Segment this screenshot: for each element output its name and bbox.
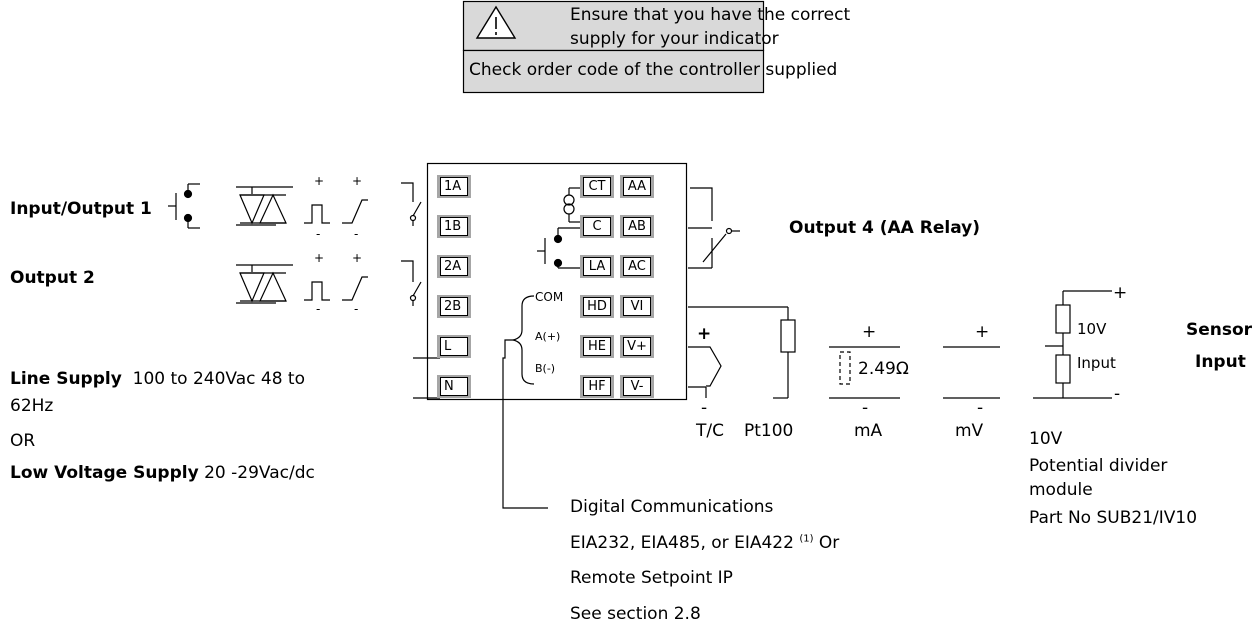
terminal-v-minus: V-: [620, 375, 654, 398]
logic-input-icon-la: [537, 227, 580, 269]
warning-box-top: [462, 0, 765, 52]
thermocouple-icon: [688, 346, 722, 398]
output2-label: Output 2: [10, 268, 95, 288]
terminal-block-outline: [426, 162, 688, 401]
terminal-ac: AC: [620, 255, 654, 278]
tc-label: T/C: [696, 421, 724, 441]
divider-note-line4: Part No SUB21/IV10: [1029, 508, 1198, 528]
triac-icon-out2: [236, 264, 293, 304]
warning-box-bottom: [462, 49, 765, 94]
tc-minus: -: [701, 398, 708, 418]
terminal-1b: 1B: [437, 215, 471, 238]
divider-minus: -: [1114, 384, 1121, 404]
com-label: COM: [535, 290, 564, 304]
divider-note-line3: module: [1029, 480, 1093, 500]
low-voltage-bold: Low Voltage Supply: [10, 463, 199, 483]
output4-label: Output 4 (AA Relay): [789, 218, 980, 238]
comms-footnote: (1): [799, 533, 814, 545]
divider-input-label: Input: [1077, 354, 1116, 372]
comms-line3: Remote Setpoint IP: [570, 568, 733, 588]
terminal-2b: 2B: [437, 295, 471, 318]
io1-ramp-minus: -: [354, 227, 359, 241]
comms-standards: EIA232, EIA485, or EIA422: [570, 533, 794, 553]
io1-pulse-plus: +: [314, 174, 325, 188]
warning-line-1: Ensure that you have the correct: [570, 5, 851, 25]
line-supply-label: Line Supply 100 to 240Vac 48 to: [10, 369, 305, 389]
terminal-ct: CT: [580, 175, 614, 198]
relay-contact-icon-io1: [401, 182, 422, 226]
comms-leader-line: [502, 339, 548, 509]
relay-contact-icon-out4: [688, 187, 740, 269]
low-voltage-range: 20 -29Vac/dc: [204, 463, 315, 483]
tc-plus: +: [697, 324, 712, 344]
divider-note-line2: Potential divider: [1029, 456, 1168, 476]
terminal-1a: 1A: [437, 175, 471, 198]
ma-resistor-value: 2.49Ω: [858, 359, 909, 379]
divider-note-line1: 10V: [1029, 429, 1063, 449]
ma-label: mA: [854, 421, 883, 441]
line-supply-bold: Line Supply: [10, 369, 122, 389]
sensor-title-2: Input: [1195, 352, 1246, 372]
terminal-aa: AA: [620, 175, 654, 198]
out2-pulse-plus: +: [314, 251, 325, 265]
a-plus-label: A(+): [535, 330, 561, 343]
io1-label: Input/Output 1: [10, 199, 152, 219]
comms-line1: Digital Communications: [570, 497, 774, 517]
or-label: OR: [10, 431, 36, 451]
out2-ramp-plus: +: [352, 251, 363, 265]
comms-or: Or: [818, 533, 840, 553]
ma-shunt-resistor-icon: [829, 346, 900, 399]
out2-ramp-minus: -: [354, 302, 359, 316]
analog-ramp-icon-io1: [342, 199, 368, 224]
warning-triangle-icon: [475, 5, 517, 39]
line-supply-range: 100 to 240Vac 48 to: [132, 369, 305, 389]
mv-minus: -: [977, 398, 984, 418]
analog-ramp-icon-out2: [342, 276, 368, 301]
pulse-icon-out2: [304, 281, 330, 301]
mv-label: mV: [955, 421, 984, 441]
warning-check-order: Check order code of the controller suppl…: [469, 60, 838, 80]
terminal-la: LA: [580, 255, 614, 278]
potential-divider-icon: [1033, 290, 1112, 399]
low-voltage-label: Low Voltage Supply 20 -29Vac/dc: [10, 463, 315, 483]
terminal-ab: AB: [620, 215, 654, 238]
terminal-l: L: [437, 335, 471, 358]
terminal-vi: VI: [620, 295, 654, 318]
divider-10v-label: 10V: [1077, 320, 1107, 338]
divider-plus: +: [1113, 283, 1128, 303]
terminal-he: HE: [580, 335, 614, 358]
io1-pulse-minus: -: [316, 227, 321, 241]
terminal-hd: HD: [580, 295, 614, 318]
comms-line2: EIA232, EIA485, or EIA422 (1) Or: [570, 533, 839, 553]
terminal-n: N: [437, 375, 471, 398]
relay-contact-icon-out2: [401, 260, 422, 306]
io1-ramp-plus: +: [352, 174, 363, 188]
terminal-c: C: [580, 215, 614, 238]
b-minus-label: B(-): [535, 362, 556, 375]
ma-minus: -: [862, 398, 869, 418]
logic-input-icon-io1: [168, 183, 200, 229]
terminal-v-plus: V+: [620, 335, 654, 358]
current-transformer-icon: [563, 187, 580, 223]
mv-plus: +: [975, 322, 990, 342]
out2-pulse-minus: -: [316, 302, 321, 316]
triac-icon-io1: [236, 186, 293, 226]
sensor-title-1: Sensor: [1186, 320, 1253, 340]
pulse-icon-io1: [304, 204, 330, 224]
terminal-hf: HF: [580, 375, 614, 398]
warning-line-2: supply for your indicator: [570, 29, 779, 49]
comms-line4: See section 2.8: [570, 604, 701, 624]
ma-plus: +: [862, 322, 877, 342]
pt100-rtd-icon: [773, 307, 796, 399]
line-supply-frequency: 62Hz: [10, 396, 54, 416]
pt100-label: Pt100: [744, 421, 794, 441]
terminal-2a: 2A: [437, 255, 471, 278]
